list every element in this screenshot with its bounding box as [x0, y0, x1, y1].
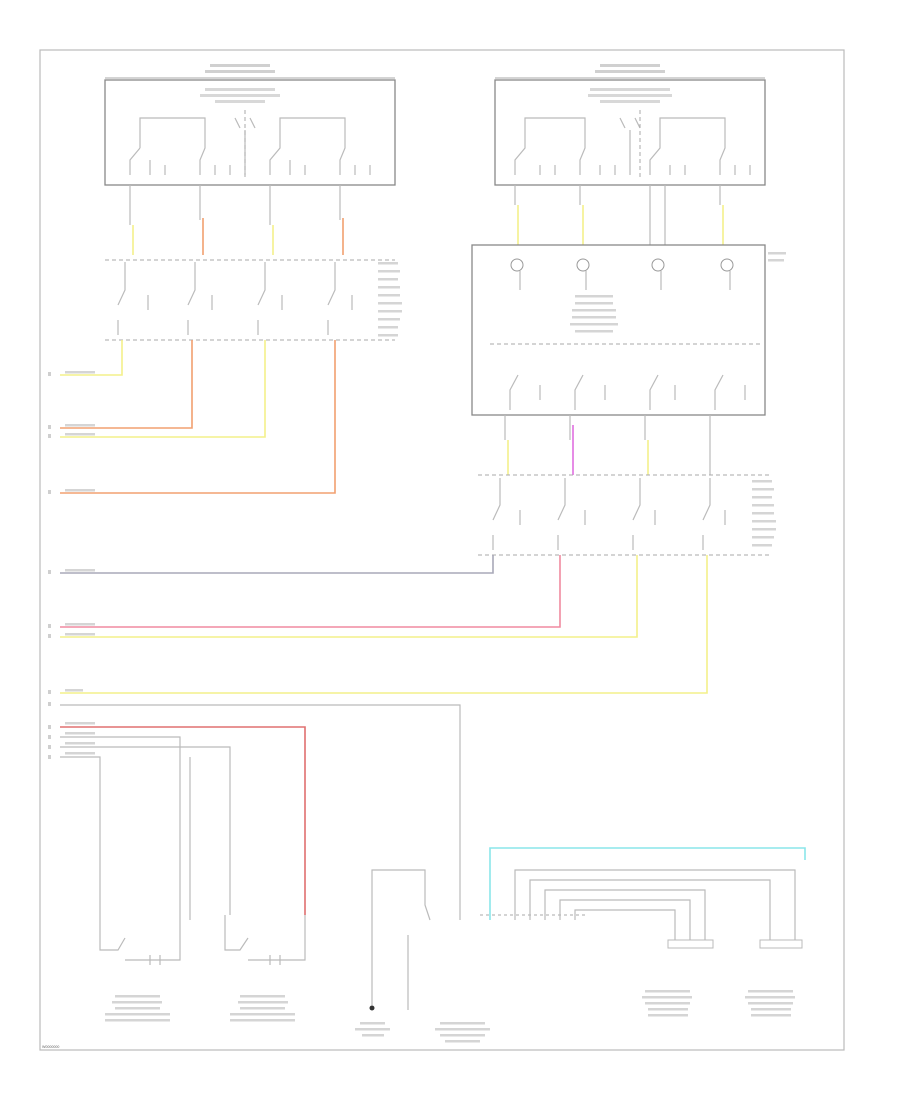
right-connector-wires [514, 185, 724, 245]
heated-seat-elements [480, 847, 806, 1017]
left-output-wires [60, 340, 336, 494]
left-wire-labels [48, 371, 95, 759]
left-switch-bank [105, 259, 402, 341]
left-front-seat-switch [224, 915, 306, 1022]
left-connector-wires [129, 185, 344, 255]
right-switch-bank [478, 474, 776, 556]
ground-and-module [355, 869, 490, 1043]
right-output-wires [60, 555, 708, 694]
bottom-wiring [60, 704, 461, 920]
central-control-box [471, 244, 786, 416]
right-top-module [494, 64, 766, 186]
page-code: W0000000 [42, 1045, 59, 1049]
left-top-module [104, 64, 396, 186]
right-front-seat-switch [99, 915, 181, 1022]
diagram-border [39, 49, 845, 1051]
right-middle-wires [504, 415, 711, 475]
